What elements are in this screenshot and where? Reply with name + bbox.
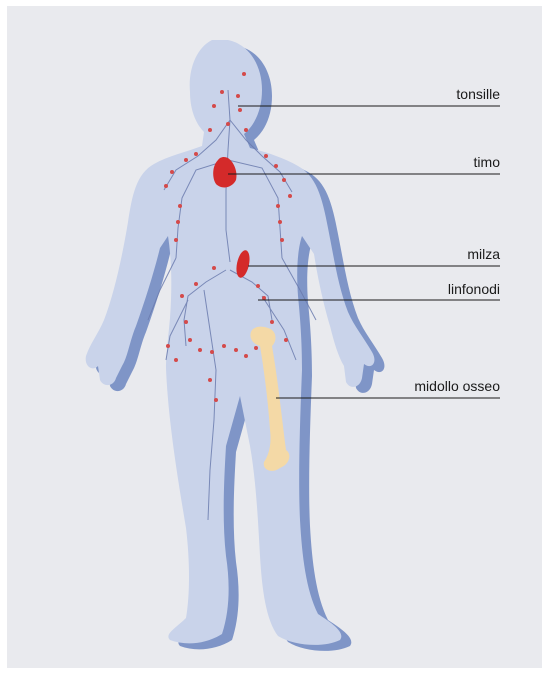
label-milza: milza [467,246,500,262]
label-timo: timo [474,154,500,170]
label-tonsille: tonsille [456,86,500,102]
label-linfonodi: linfonodi [448,281,500,297]
label-midollo-osseo: midollo osseo [414,378,500,394]
